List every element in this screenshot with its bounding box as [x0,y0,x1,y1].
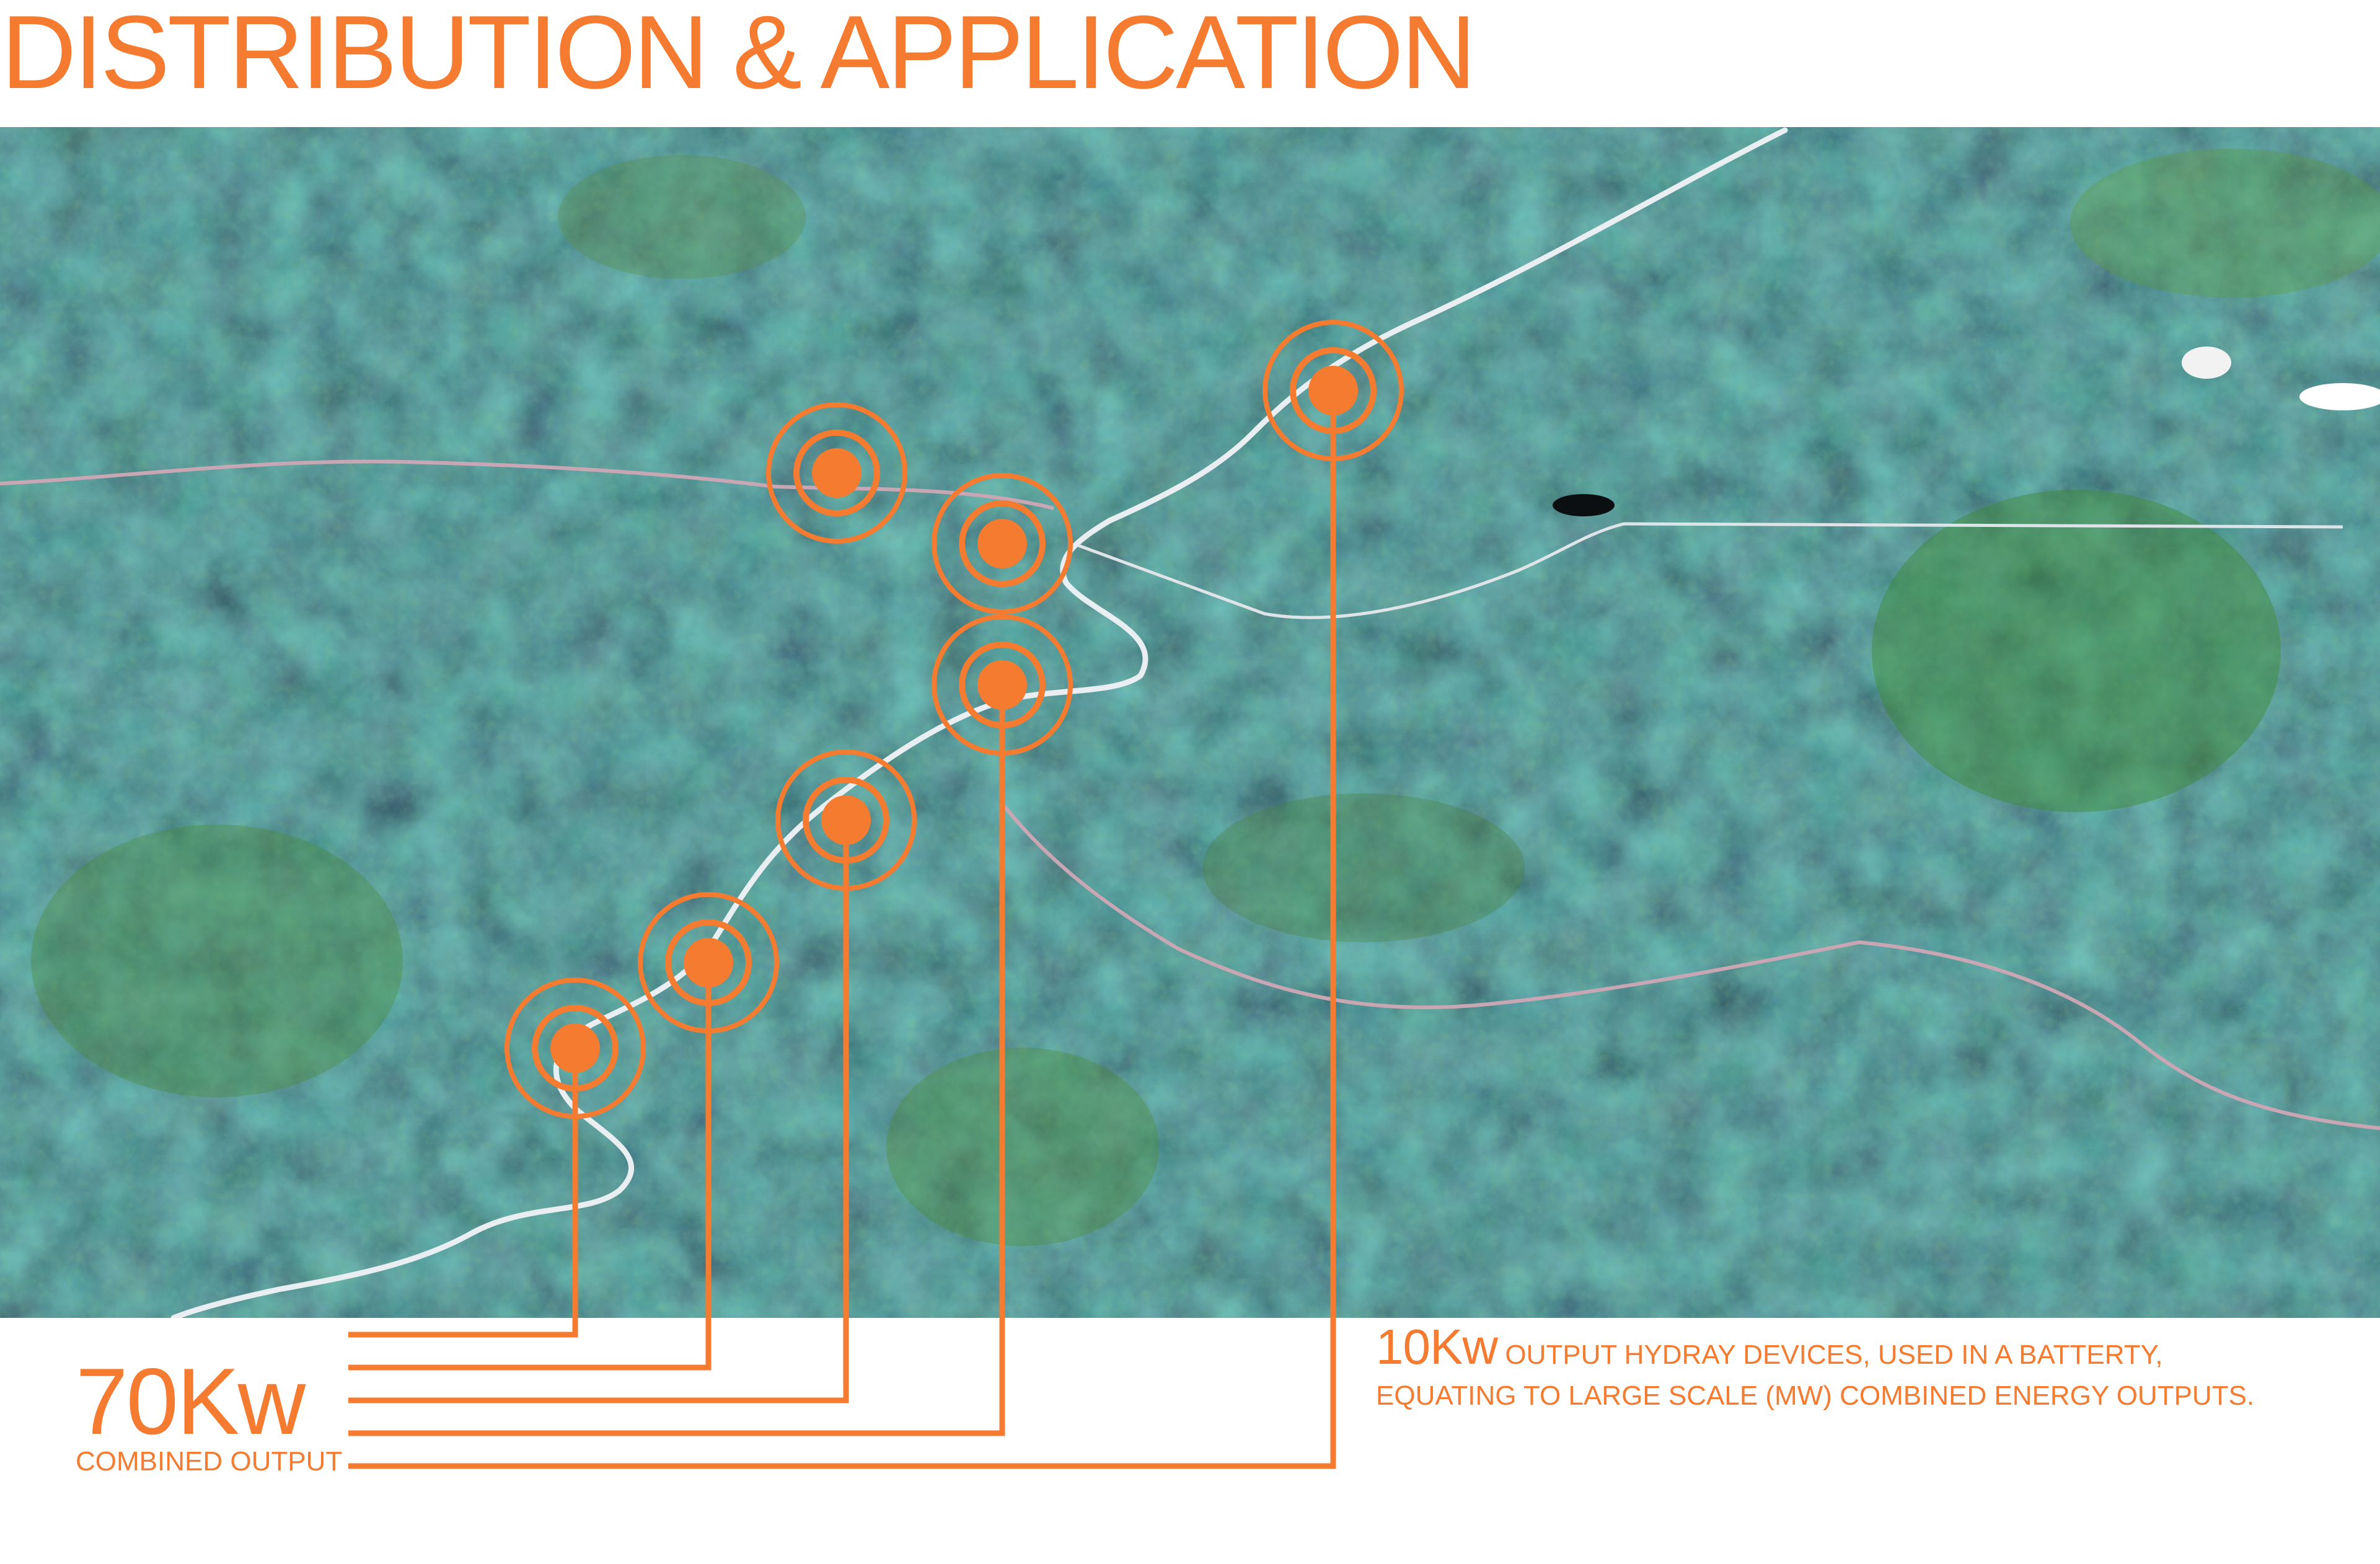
leader-line-3 [348,821,849,1403]
device-note-text-2: EQUATING TO LARGE SCALE (MW) COMBINED EN… [1376,1381,2255,1411]
device-note-line-1: 10Kw OUTPUT HYDRAY DEVICES, USED IN A BA… [1376,1322,2254,1376]
site-marker-2[interactable] [638,892,779,1033]
site-marker-4[interactable] [932,614,1073,756]
combined-output-value: 70Kw [76,1349,306,1454]
leader-line-2 [348,967,712,1371]
device-output-value: 10Kw [1376,1319,1498,1374]
site-marker-5[interactable] [932,473,1073,614]
leader-line-5 [348,391,1336,1469]
leader-line-1 [348,1054,578,1338]
site-markers [505,320,1404,1119]
device-output-note: 10Kw OUTPUT HYDRAY DEVICES, USED IN A BA… [1376,1322,2255,1416]
combined-output-label: COMBINED OUTPUT [76,1446,343,1477]
tributary-southeast [1002,805,2380,1130]
site-marker-3[interactable] [775,749,917,891]
site-marker-1[interactable] [505,978,646,1119]
road [1078,522,2343,619]
site-marker-7[interactable] [1263,320,1404,461]
leader-lines [348,391,1336,1469]
site-marker-6[interactable] [766,402,907,544]
page-title: DISTRIBUTION & APPLICATION [1,0,1476,110]
leader-line-4 [348,686,1005,1436]
map-imagery [0,127,2380,1318]
river [170,127,1788,1318]
device-note-text-1: OUTPUT HYDRAY DEVICES, USED IN A BATTERT… [1505,1340,2163,1370]
